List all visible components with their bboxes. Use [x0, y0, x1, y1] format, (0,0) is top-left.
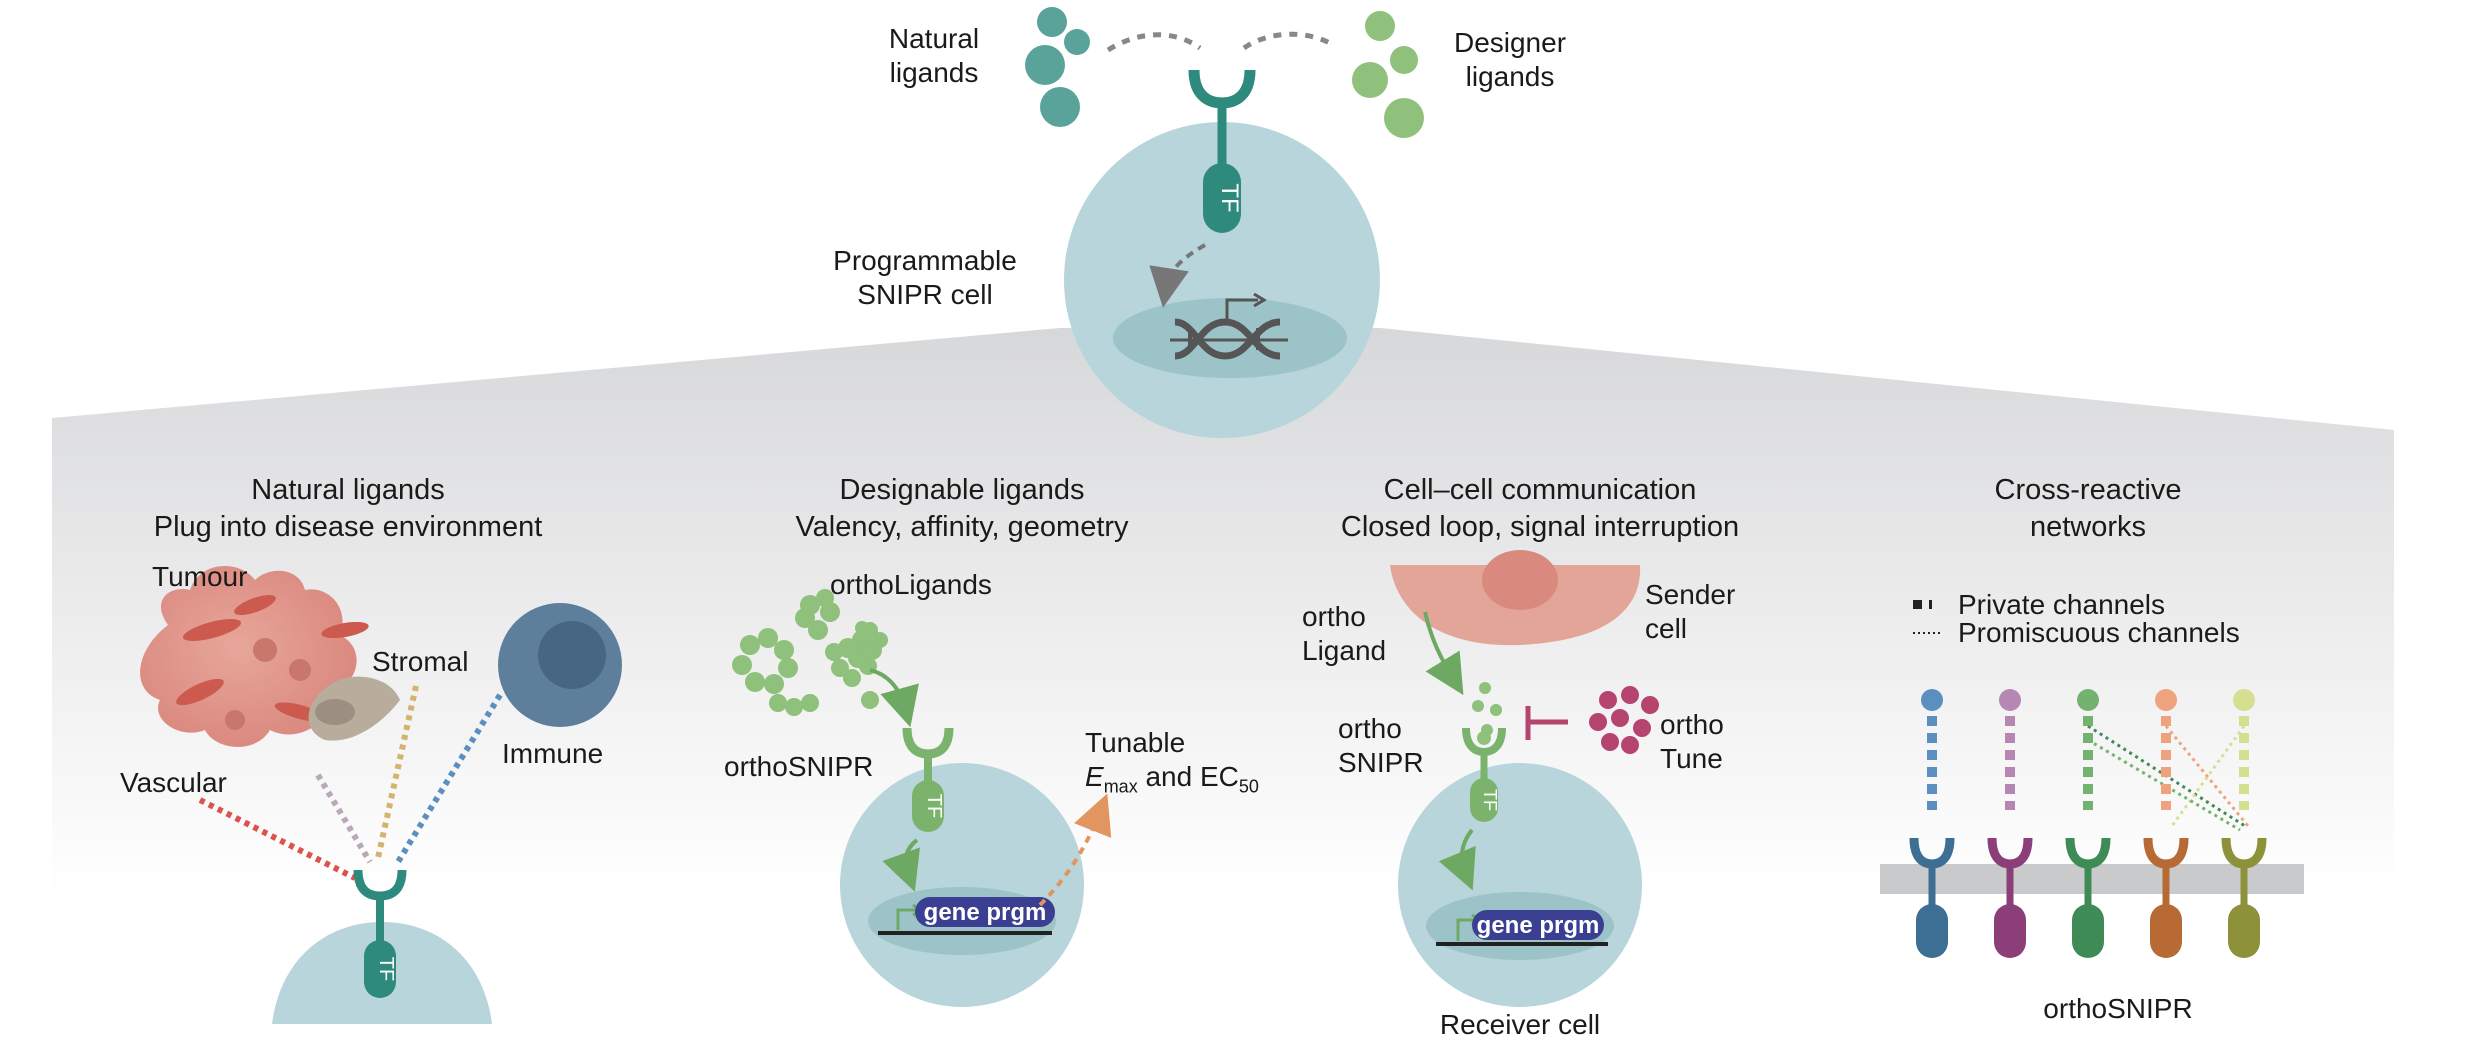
receptor-tf-domain: [2150, 904, 2182, 958]
panel-band: [52, 328, 2394, 895]
orthotune-dots: [1589, 686, 1659, 754]
stromal-label: Stromal: [372, 646, 469, 677]
ligand-dot: [2077, 689, 2099, 711]
receptor-tf-domain: [2228, 904, 2260, 958]
receptor-tf-domain: [1916, 904, 1948, 958]
svg-text:gene prgm: gene prgm: [1477, 912, 1600, 939]
ortholigands-label: orthoLigands: [830, 569, 992, 600]
tf-label: TF: [1216, 183, 1243, 212]
tumour-illustration: [140, 566, 369, 747]
dna-icon: [1170, 292, 1288, 360]
legend-private: Private channels: [1958, 589, 2166, 620]
designer-ligand-link: [1242, 31, 1337, 51]
tumour-label: Tumour: [152, 561, 248, 592]
ligand-dot: [1921, 689, 1943, 711]
ligand-dot: [2155, 689, 2177, 711]
tunable-label: Tunable Emax and EC50: [1085, 727, 1259, 797]
orthosnipr-label: orthoSNIPR: [724, 751, 874, 782]
ortholigand-clusters: [732, 589, 888, 716]
receptor-tf-domain: [1994, 904, 2026, 958]
ligand-dot: [1999, 689, 2021, 711]
natural-ligand-link: [1106, 32, 1202, 53]
membrane: [1880, 864, 2304, 894]
panel-natural-ligands: TF: [140, 566, 622, 1024]
panel-cross-reactive-networks: [1880, 600, 2304, 958]
svg-text:TF: TF: [375, 957, 397, 981]
immune-label: Immune: [502, 738, 604, 769]
vascular-label: Vascular: [120, 767, 227, 798]
receptor-channel-5: [2221, 689, 2267, 958]
svg-text:TF: TF: [1480, 789, 1500, 811]
panel-cell-cell-communication: gene prgm TF: [1390, 550, 1659, 1007]
receptor-channel-2: [1987, 689, 2033, 958]
svg-text:TF: TF: [923, 794, 945, 818]
ligand-dot: [2233, 689, 2255, 711]
natural-ligand-dots: [1025, 7, 1090, 127]
receptor-tf-domain: [2072, 904, 2104, 958]
designer-ligand-dots: [1352, 11, 1424, 138]
receptor-channel-1: [1909, 689, 1955, 958]
programmable-snipr-cell: TF: [1064, 69, 1380, 438]
svg-text:gene prgm: gene prgm: [924, 899, 1047, 926]
orthosnipr-footer: orthoSNIPR: [2043, 993, 2193, 1024]
legend-promiscuous: Promiscuous channels: [1958, 617, 2240, 648]
receiver-cell-label: Receiver cell: [1439, 1009, 1601, 1040]
receptor-channel-4: [2143, 689, 2189, 958]
panel-designable-ligands: gene prgm TF: [732, 589, 1112, 1007]
receptor-channel-3: [2065, 689, 2111, 958]
